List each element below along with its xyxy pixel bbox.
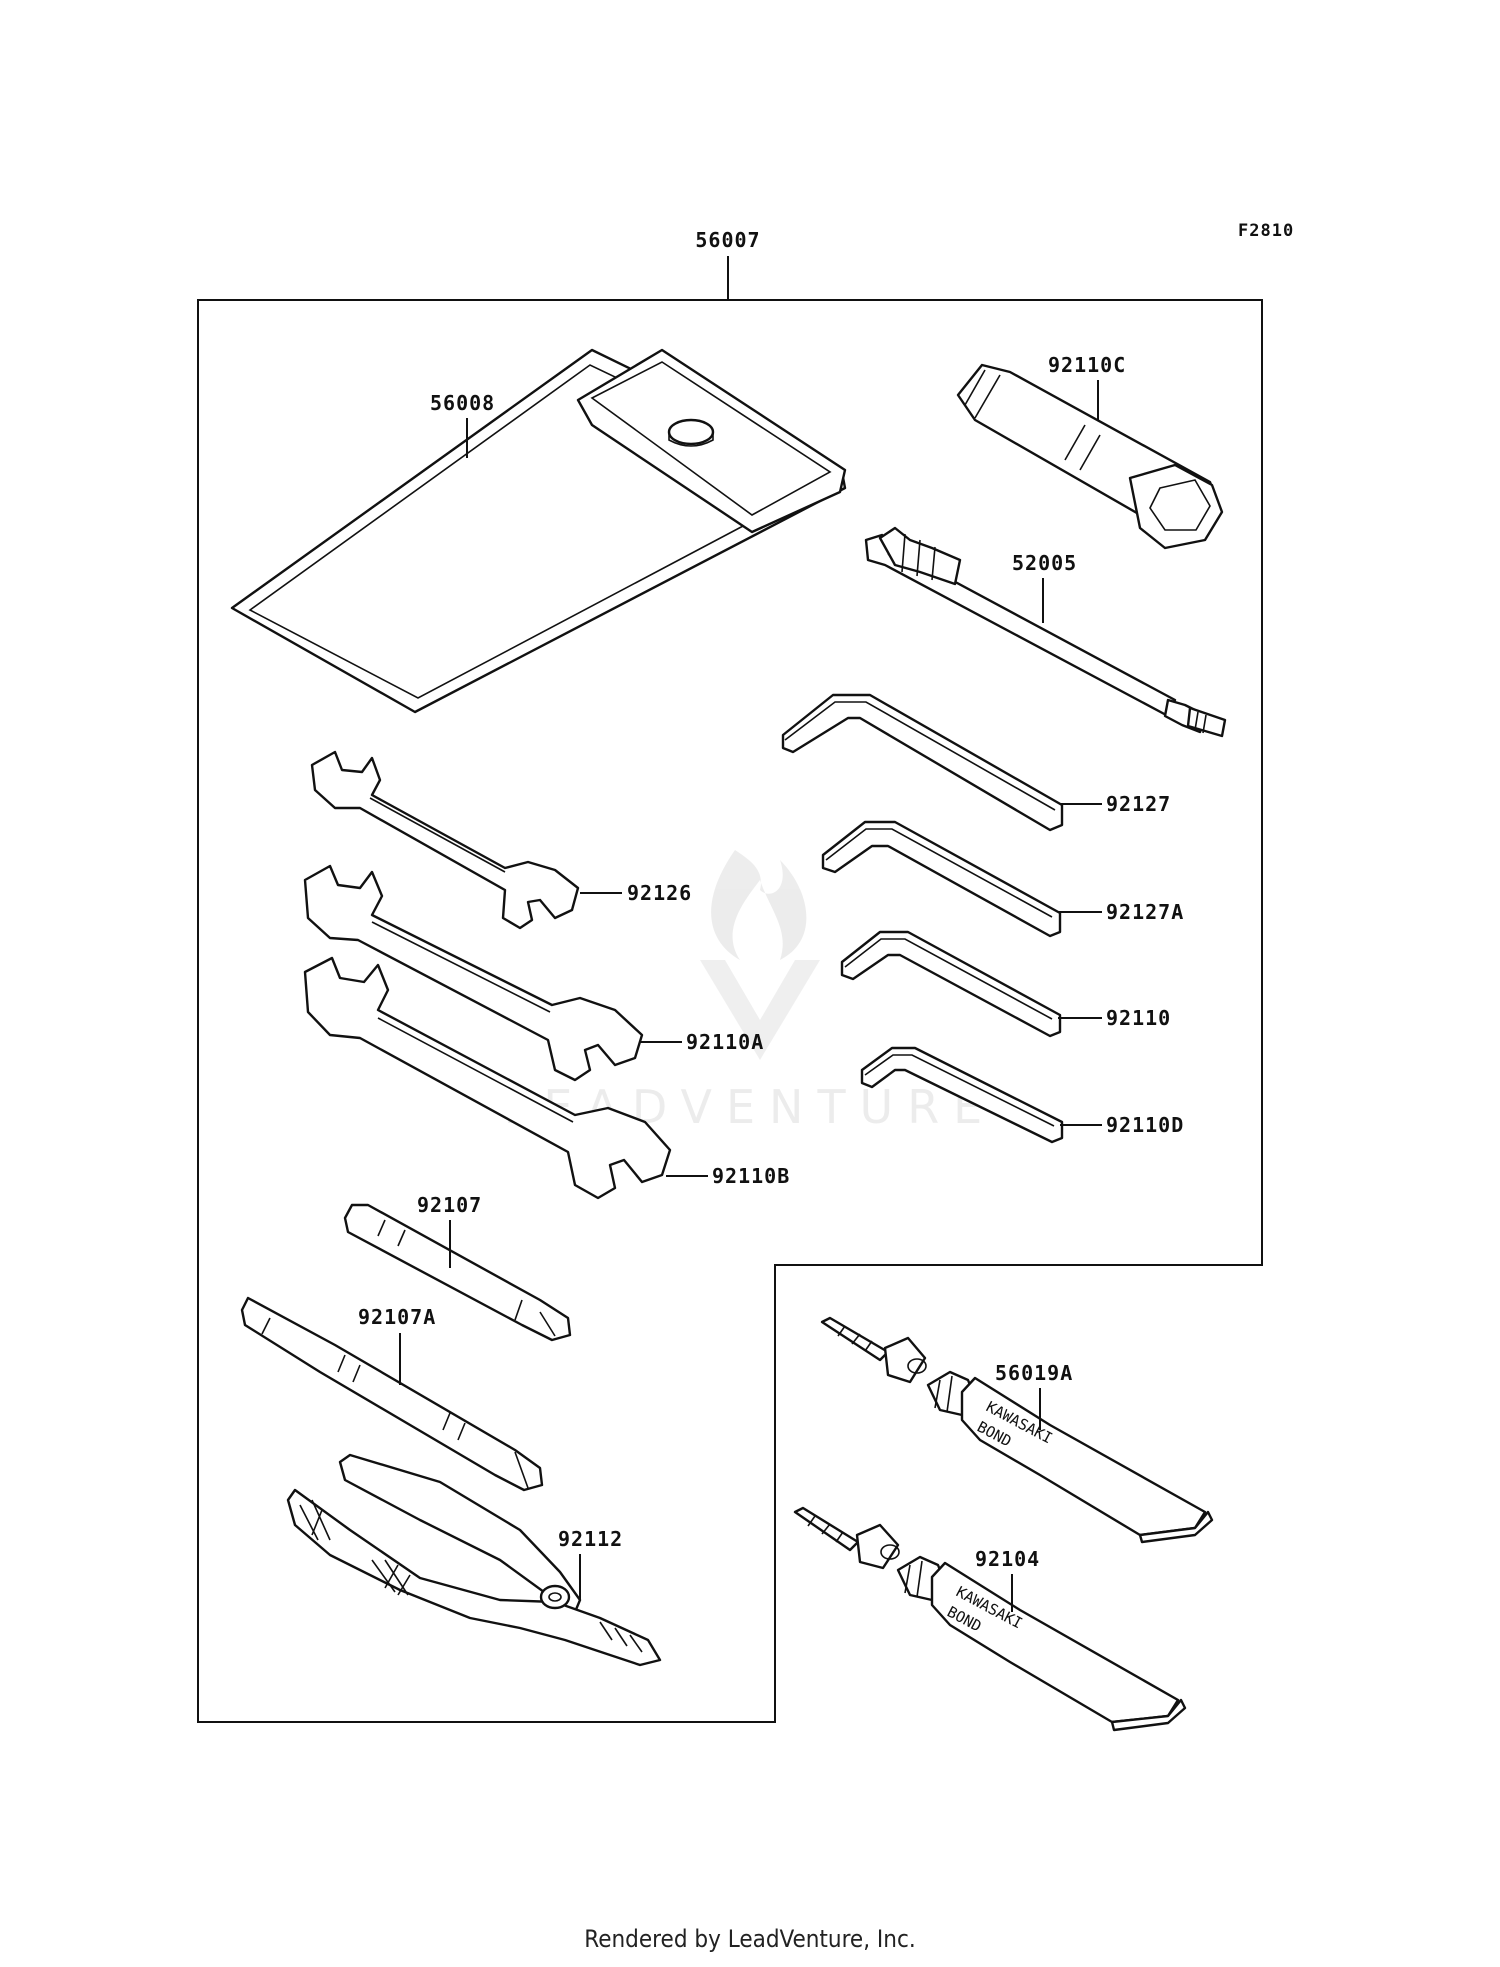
label-screwdriver-grip: 52005 — [1012, 551, 1077, 575]
wrench-1 — [310, 750, 580, 930]
label-hex-key-1: 92127 — [1106, 792, 1171, 816]
driver-bit-1 — [343, 1203, 572, 1342]
pliers — [286, 1453, 662, 1667]
kit-boundary — [197, 299, 1263, 1723]
tool-case — [230, 348, 847, 714]
label-hex-key-2: 92127A — [1106, 900, 1184, 924]
label-pliers: 92112 — [558, 1527, 623, 1551]
wrench-2 — [303, 864, 644, 1082]
hex-key-1 — [781, 693, 1064, 832]
hex-key-4 — [860, 1046, 1064, 1144]
label-bond-2: 92104 — [975, 1547, 1040, 1571]
label-plug-wrench: 92110C — [1048, 353, 1126, 377]
label-driver-bit-1: 92107 — [417, 1193, 482, 1217]
bond-tube-2: KAWASAKI BOND — [793, 1506, 1187, 1732]
footer-credit: Rendered by LeadVenture, Inc. — [584, 1925, 916, 1953]
label-hex-key-4: 92110D — [1106, 1113, 1184, 1137]
hex-key-3 — [840, 930, 1062, 1038]
label-wrench-2: 92110A — [686, 1030, 764, 1054]
label-wrench-1: 92126 — [627, 881, 692, 905]
bond-tube-1: KAWASAKI BOND — [820, 1316, 1214, 1544]
figure-code: F2810 — [1238, 221, 1294, 241]
label-kit: 56007 — [695, 228, 760, 252]
screwdriver-grip — [864, 526, 1227, 738]
hex-key-2 — [821, 820, 1062, 938]
label-hex-key-3: 92110 — [1106, 1006, 1171, 1030]
label-bond-1: 56019A — [995, 1361, 1073, 1385]
label-wrench-3: 92110B — [712, 1164, 790, 1188]
label-case: 56008 — [430, 391, 495, 415]
wrench-3 — [303, 956, 672, 1200]
driver-bit-2 — [240, 1296, 544, 1492]
plug-wrench — [956, 363, 1224, 550]
label-driver-bit-2: 92107A — [358, 1305, 436, 1329]
